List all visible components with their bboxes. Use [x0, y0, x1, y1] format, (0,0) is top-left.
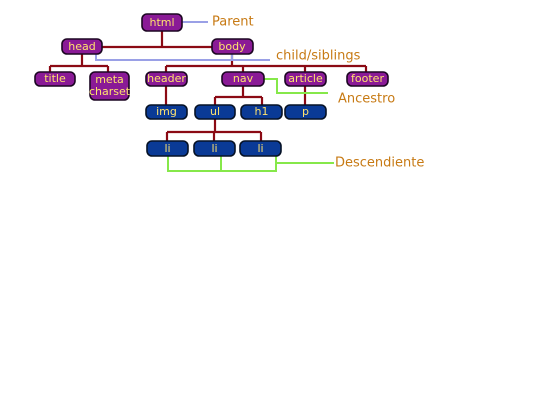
node-meta-label: meta	[95, 73, 124, 86]
label-descendiente: Descendiente	[335, 156, 424, 171]
node-body: body	[211, 38, 254, 55]
node-body-label: body	[218, 40, 246, 53]
node-article-label: article	[288, 72, 323, 85]
label-child-siblings: child/siblings	[276, 49, 361, 64]
node-header-label: header	[147, 72, 186, 85]
node-title-label: title	[44, 72, 66, 85]
node-article: article	[284, 71, 327, 87]
connector-head-children	[48, 54, 110, 74]
node-li-2-label: li	[211, 142, 217, 155]
node-meta-charset: meta charset	[89, 71, 131, 101]
node-ul: ul	[194, 104, 236, 120]
node-h1-label: h1	[255, 105, 269, 118]
node-footer-label: footer	[351, 72, 384, 85]
connector-ul-children	[165, 119, 263, 141]
node-img-label: img	[156, 105, 177, 118]
descendiente-line	[275, 162, 334, 171]
label-ancestro: Ancestro	[338, 92, 395, 107]
node-li-3-label: li	[257, 142, 263, 155]
node-html: html	[141, 13, 183, 32]
node-ul-label: ul	[210, 105, 220, 118]
node-title: title	[34, 71, 76, 87]
connector-nav-children	[213, 86, 264, 105]
green-relation-lines	[167, 78, 334, 172]
node-h1: h1	[240, 104, 283, 120]
node-nav: nav	[221, 71, 265, 87]
node-img: img	[145, 104, 188, 120]
ancestro-line	[264, 78, 328, 94]
node-li-2: li	[193, 140, 236, 157]
node-li-3: li	[239, 140, 282, 157]
label-parent: Parent	[212, 15, 254, 30]
node-nav-label: nav	[233, 72, 254, 85]
node-li-1: li	[146, 140, 189, 157]
parent-sibling-lines	[95, 21, 270, 61]
node-header: header	[145, 71, 188, 87]
connector-html-children	[100, 31, 212, 49]
node-li-1-label: li	[164, 142, 170, 155]
node-p: p	[284, 104, 327, 120]
sibling-line	[95, 54, 270, 61]
node-head-label: head	[68, 40, 95, 53]
tree-connectors	[48, 31, 368, 141]
node-p-label: p	[302, 105, 309, 118]
node-charset-label: charset	[89, 85, 131, 98]
node-html-label: html	[149, 16, 174, 29]
node-head: head	[61, 38, 103, 55]
node-footer: footer	[346, 71, 389, 87]
